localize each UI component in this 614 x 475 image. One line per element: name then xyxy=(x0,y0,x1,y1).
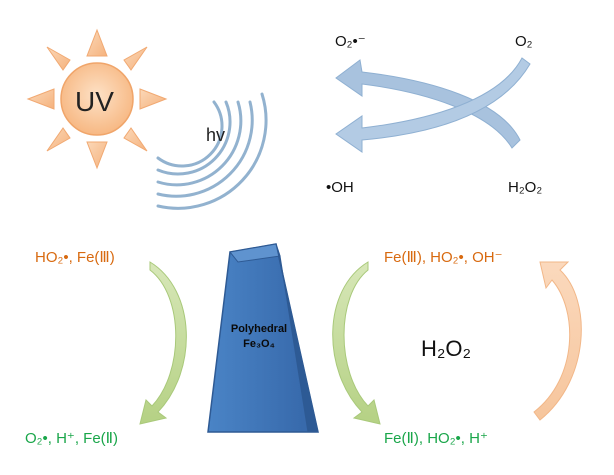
crystal-label: Polyhedral Fe₃O₄ xyxy=(218,322,300,352)
superoxide-radical-label: O₂•⁻ xyxy=(335,34,366,49)
uv-label: UV xyxy=(75,88,114,116)
right-cycle-top-label: Fe(Ⅲ), HO₂•, OH⁻ xyxy=(384,250,503,265)
oxygen-label: O₂ xyxy=(515,34,533,49)
peach-arrow xyxy=(534,262,581,420)
left-cycle-top-label: HO₂•, Fe(Ⅲ) xyxy=(35,250,115,265)
crystal-label-line1: Polyhedral xyxy=(218,322,300,337)
hydrogen-peroxide-label: H₂O₂ xyxy=(508,180,542,195)
green-arrow-right xyxy=(333,262,380,424)
left-cycle-bottom-label: O₂•, H⁺, Fe(Ⅱ) xyxy=(25,431,118,446)
right-cycle-bottom-label: Fe(Ⅱ), HO₂•, H⁺ xyxy=(384,431,488,446)
hv-label: hv xyxy=(206,126,225,144)
hydroxyl-radical-label: •OH xyxy=(326,180,354,195)
redox-cycle-arrows xyxy=(336,58,530,152)
crystal-label-line2: Fe₃O₄ xyxy=(218,337,300,352)
light-waves-icon xyxy=(158,94,266,208)
green-arrow-left xyxy=(140,262,186,424)
right-cycle-center-label: H₂O₂ xyxy=(421,338,471,360)
